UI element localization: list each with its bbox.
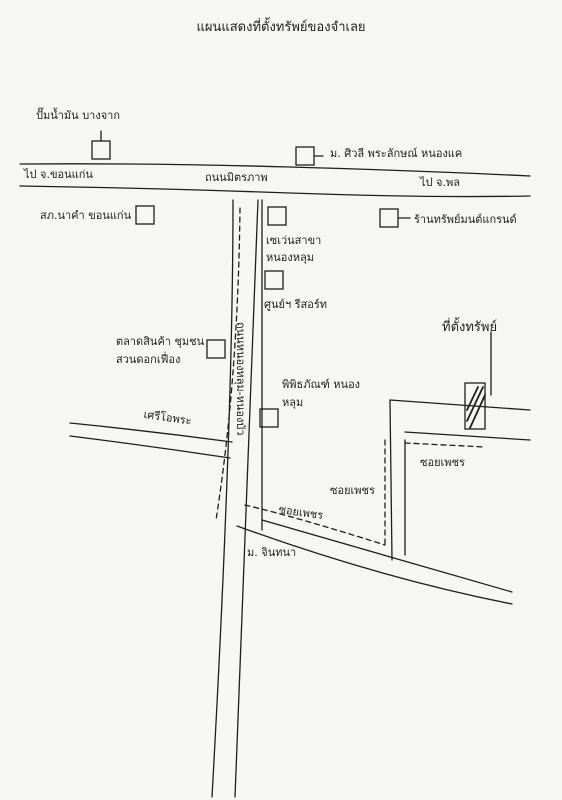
label-road-left: ไป จ.ขอนแก่น: [24, 168, 93, 181]
building-marker-4: [267, 206, 287, 226]
building-marker-5: [379, 208, 399, 228]
right-road-right-edge: [389, 399, 393, 561]
right-street-dash: [404, 442, 486, 448]
target-property-marker: [464, 382, 486, 430]
label-road-main: ถนนมิตรภาพ: [205, 171, 268, 184]
left-vertical-road-dash: [215, 207, 241, 521]
label-building-f: พิพิธภัณฑ์ หนองหลุม: [282, 378, 361, 409]
building-marker-7: [206, 339, 226, 359]
right-street-bottom: [404, 431, 531, 441]
label-building-d: ศูนย์ฯ รีสอร์ท: [264, 298, 328, 311]
label-soi-mid: ซอยเพชร: [330, 484, 375, 497]
label-store-top-left: ปั๊มน้ำมัน บางจาก: [36, 109, 121, 122]
right-street-top: [389, 399, 531, 411]
left-vertical-road-right-edge: [234, 199, 259, 798]
label-building-a: สภ.นาคำ ขอนแก่น: [40, 209, 132, 222]
building-marker-2: [295, 146, 315, 166]
left-vertical-road-left-edge: [211, 199, 234, 798]
label-bottom-building: ม. จินทนา: [247, 546, 297, 559]
building-marker-3: [135, 205, 155, 225]
label-road-right: ไป จ.พล: [420, 176, 460, 189]
label-store-top-right: ม. ศิวลี พระลักษณ์ หนองแค: [330, 147, 463, 160]
label-soi-vertical: ถนนหนองหลุม-หนองบัว: [234, 322, 247, 436]
side-street-left-top: [69, 422, 233, 443]
label-soi-right: ซอยเพชร: [420, 456, 465, 469]
diagonal-road-bottom: [236, 525, 513, 605]
label-target-property: ที่ตั้งทรัพย์: [442, 320, 498, 335]
label-building-b: ร้านทรัพย์มนต์แกรนด์: [414, 213, 517, 226]
building-marker-1: [91, 140, 111, 160]
side-street-left-bottom: [69, 435, 231, 459]
map-title: แผนแสดงที่ตั้งทรัพย์ของจำเลย: [196, 20, 366, 35]
main-road-top-edge: [19, 163, 531, 177]
main-road-bottom-edge: [19, 185, 531, 198]
label-building-e: ตลาดสินค้า ชุมชนสวนดอกเฟื่อง: [116, 335, 205, 366]
diagonal-road-top: [261, 519, 513, 593]
building-marker-8: [259, 408, 279, 428]
label-building-c: เซเว่นสาขา หนองหลุม: [266, 234, 322, 264]
diagonal-road-dash: [244, 504, 386, 546]
building-marker-6: [264, 270, 284, 290]
